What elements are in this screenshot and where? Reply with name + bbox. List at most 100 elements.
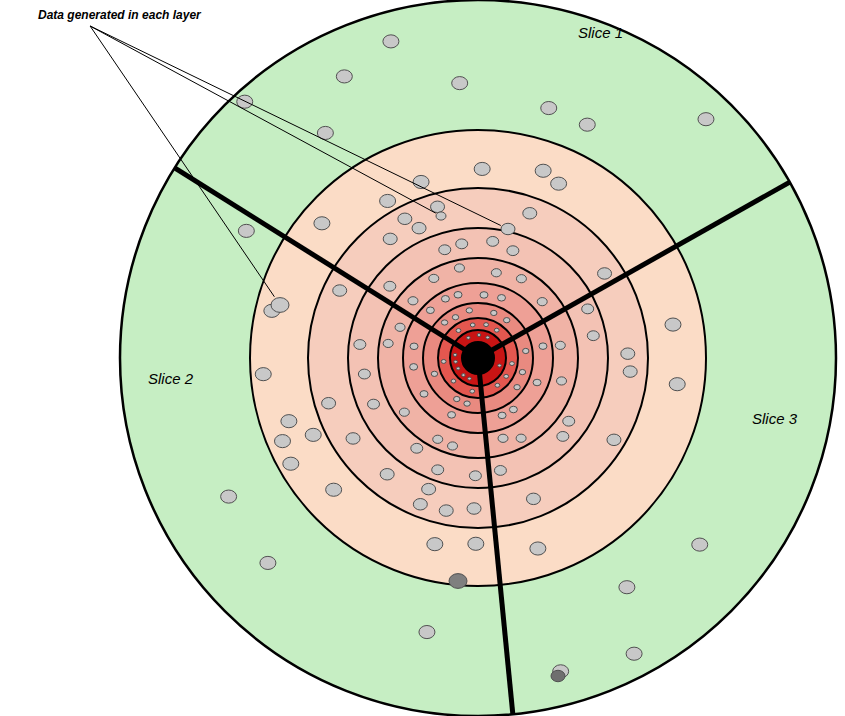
data-dot: [426, 307, 434, 314]
data-dot: [526, 493, 540, 504]
layer-ring: [348, 228, 608, 488]
data-dot: [621, 348, 635, 359]
data-dot: [474, 162, 490, 175]
data-dot: [281, 415, 297, 428]
data-dot: [410, 343, 418, 350]
data-dot: [669, 378, 685, 391]
data-dot: [462, 374, 466, 377]
data-dot: [468, 377, 472, 380]
data-dot: [412, 222, 426, 233]
data-dot: [498, 364, 502, 367]
data-dot: [523, 348, 529, 353]
data-dot: [537, 298, 547, 306]
data-dot: [398, 213, 412, 224]
data-dot: [510, 362, 515, 366]
slice-divider: [175, 168, 478, 358]
data-dot: [419, 625, 435, 638]
data-dot: [380, 469, 394, 480]
data-dot: [551, 177, 567, 190]
data-dot: [451, 379, 456, 383]
layer-ring: [462, 342, 494, 374]
data-dot: [452, 77, 468, 90]
data-dot: [448, 412, 456, 419]
layer-ring: [378, 258, 578, 458]
data-dot: [470, 323, 475, 327]
data-dot: [433, 435, 443, 443]
data-dot: [579, 118, 595, 131]
data-dot: [395, 323, 405, 331]
data-dot: [665, 318, 681, 331]
data-dot: [514, 385, 520, 390]
data-dot: [587, 331, 599, 341]
data-dot: [456, 329, 461, 333]
data-dot: [274, 435, 290, 448]
data-dot: [469, 471, 481, 481]
data-dot: [494, 328, 499, 332]
data-dot: [491, 310, 497, 315]
data-dot: [439, 245, 451, 255]
data-dot: [598, 268, 612, 279]
data-dot: [431, 371, 437, 376]
data-dot: [429, 274, 439, 282]
data-dot: [487, 236, 499, 246]
data-dot: [467, 336, 471, 339]
data-dot: [260, 556, 276, 569]
data-dot: [494, 466, 506, 476]
data-dot: [436, 212, 446, 220]
data-dot: [477, 334, 481, 337]
data-dot: [491, 269, 501, 277]
data-dot: [283, 457, 299, 470]
data-dot: [464, 401, 470, 406]
layer-ring: [423, 303, 533, 413]
slice-label: Slice 3: [752, 410, 797, 427]
data-dot: [454, 360, 458, 363]
data-dot: [516, 434, 526, 442]
data-dot: [486, 336, 490, 339]
data-dot: [495, 383, 500, 387]
data-dot: [413, 499, 427, 510]
data-dot: [449, 574, 467, 589]
data-dot: [441, 296, 449, 303]
data-dot: [607, 434, 621, 445]
data-dot: [333, 285, 347, 296]
leader-line: [90, 26, 274, 297]
data-dot: [326, 483, 342, 496]
data-dot: [354, 340, 366, 350]
data-dot: [441, 359, 446, 363]
data-dot: [698, 113, 714, 126]
data-dot: [484, 323, 489, 327]
data-dot: [504, 374, 509, 378]
layer-ring: [403, 283, 553, 433]
slice-divider: [478, 358, 513, 714]
data-dot: [530, 542, 546, 555]
data-dot: [535, 164, 551, 177]
data-dot: [498, 295, 506, 302]
data-dot: [383, 35, 399, 48]
data-dot: [411, 443, 423, 453]
layer-ring: [438, 318, 518, 398]
data-dot: [255, 368, 271, 381]
data-dot: [623, 366, 637, 377]
data-dot: [504, 318, 510, 323]
slice-divider: [478, 182, 790, 358]
data-dot: [410, 364, 418, 371]
data-dot: [427, 538, 443, 551]
data-dot: [456, 239, 468, 249]
data-dot: [432, 465, 444, 475]
data-dot: [456, 367, 460, 370]
data-dot: [519, 369, 525, 374]
data-dot: [582, 304, 594, 314]
data-dot: [466, 308, 472, 313]
data-dot: [358, 369, 370, 379]
data-dot: [507, 246, 519, 256]
data-dot: [563, 416, 575, 426]
data-dot: [619, 581, 635, 594]
data-dot: [501, 223, 515, 234]
data-dot: [509, 406, 517, 413]
data-dot: [383, 233, 397, 244]
data-dot: [454, 291, 462, 298]
data-dot: [431, 201, 445, 212]
slice-label: Slice 2: [148, 370, 193, 387]
